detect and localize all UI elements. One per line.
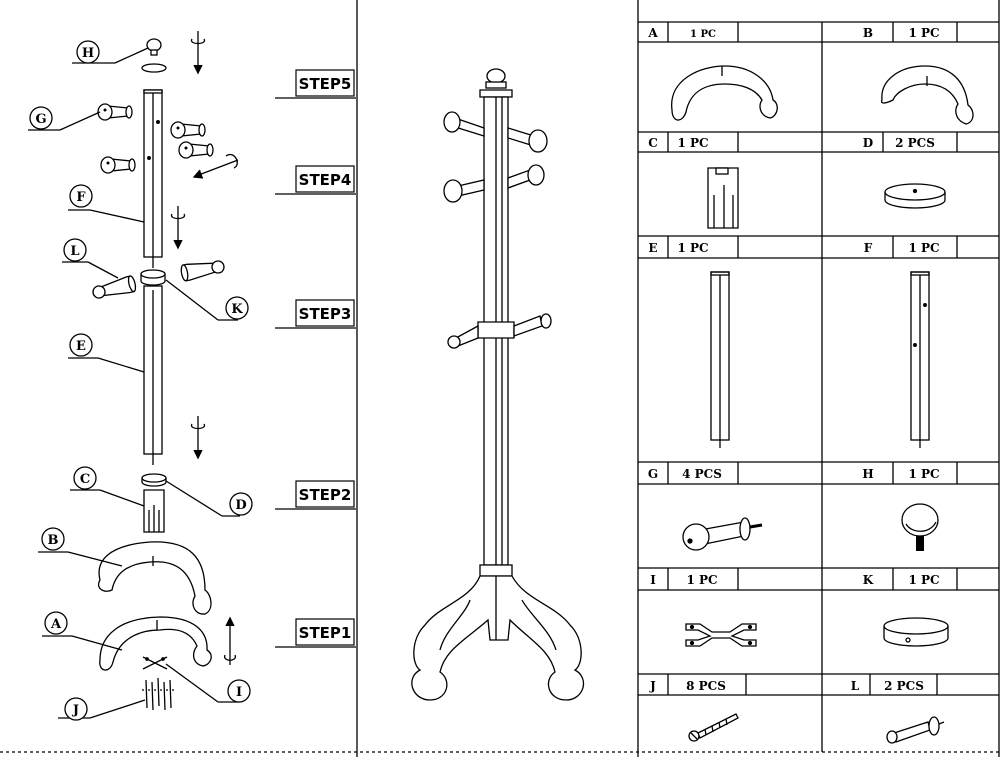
step-label: STEP2 [299, 486, 352, 504]
washer-icon [884, 183, 946, 209]
lower-pole-icon [710, 271, 730, 448]
metal-bracket-icon [142, 656, 168, 670]
callout-b: B [48, 533, 59, 548]
part-qty: 1 PC [690, 29, 716, 40]
part-letter: J [649, 679, 656, 693]
part-letter: A [647, 26, 658, 40]
collar-ring-icon [140, 269, 166, 286]
callout-l: L [70, 244, 79, 259]
part-qty: 2 PCS [895, 136, 935, 150]
base-connector-icon [143, 489, 165, 533]
part-letter: E [648, 241, 657, 255]
part-letter: F [864, 241, 873, 255]
part-letter: D [863, 136, 873, 150]
lower-pole-icon [143, 285, 163, 465]
assembled-coat-rack [411, 68, 585, 701]
arrow-diagonal-icon [192, 153, 239, 179]
part-qty: 1 PC [686, 573, 717, 587]
callout-j: J [72, 703, 79, 718]
part-letter: L [851, 679, 860, 693]
base-leg-icon [880, 65, 974, 125]
metal-bracket-icon [685, 623, 757, 647]
part-letter: C [648, 136, 658, 150]
screw-icon [142, 677, 174, 711]
part-letter: H [862, 467, 873, 481]
base-connector-icon [707, 167, 739, 229]
washer-icon [141, 473, 167, 487]
step-labels: STEP5 STEP4 STEP3 STEP2 STEP1 [295, 69, 355, 646]
callout-g: G [35, 112, 46, 127]
step-rules [275, 97, 356, 648]
part-labels: A 1 PC B 1 PC C 1 PC D 2 PCS E 1 PC F 1 … [647, 26, 939, 693]
finial-knob-icon [141, 38, 167, 73]
callout-letters: H G F L K E C D B A I J [35, 46, 246, 718]
collar-ring-icon [883, 617, 949, 647]
callout-d: D [235, 498, 246, 513]
callout-circles [29, 40, 253, 721]
part-qty: 1 PC [908, 241, 939, 255]
callout-h: H [82, 46, 94, 61]
step-label: STEP3 [299, 305, 352, 323]
base-leg-icon [99, 616, 212, 671]
base-leg-icon [97, 541, 212, 615]
callout-a: A [50, 617, 62, 632]
part-qty: 8 PCS [686, 679, 726, 693]
callout-e: E [76, 339, 86, 354]
part-letter: I [650, 573, 656, 587]
part-qty: 4 PCS [682, 467, 722, 481]
leader-lines [28, 47, 240, 719]
step-label: STEP1 [299, 624, 352, 642]
callout-k: K [231, 302, 243, 317]
part-letter: B [863, 26, 873, 40]
callout-c: C [80, 472, 90, 487]
part-qty: 2 PCS [884, 679, 924, 693]
screw-icon [688, 713, 739, 742]
part-qty: 1 PC [908, 573, 939, 587]
long-peg-icon [886, 716, 945, 744]
finial-knob-icon [901, 503, 939, 551]
part-qty: 1 PC [908, 467, 939, 481]
callout-f: F [76, 190, 86, 205]
hook-peg-icon [682, 517, 763, 551]
part-qty: 1 PC [908, 26, 939, 40]
part-letter: K [863, 573, 874, 587]
parts-table [638, 22, 999, 752]
arrow-up-icon [224, 616, 236, 665]
base-leg-icon [671, 65, 778, 121]
part-qty: 1 PC [677, 241, 708, 255]
upper-pole-icon [143, 89, 163, 268]
upper-pole-icon [910, 271, 930, 448]
callout-i: I [236, 685, 242, 700]
part-qty: 1 PC [677, 136, 708, 150]
part-letter: G [648, 467, 658, 481]
step-label: STEP4 [299, 171, 352, 189]
step-label: STEP5 [299, 75, 352, 93]
exploded-view [28, 30, 356, 721]
